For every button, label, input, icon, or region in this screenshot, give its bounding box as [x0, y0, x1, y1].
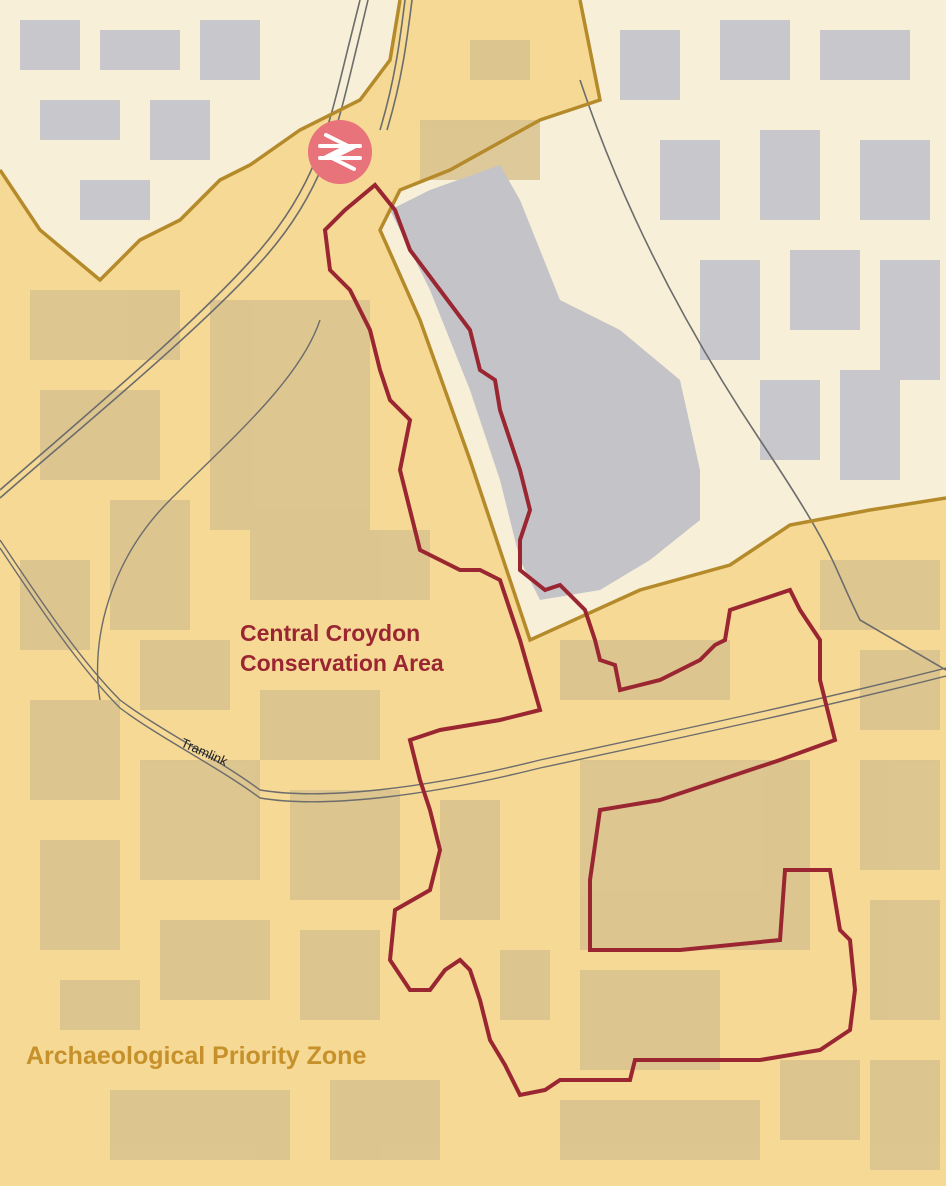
conservation-area-boundary	[322, 182, 858, 1098]
car-park-block	[390, 165, 700, 600]
zone-buildings	[20, 40, 940, 1170]
priority-zone-boundary	[0, 0, 946, 643]
conservation-area-label: Central Croydon Conservation Area	[240, 618, 444, 678]
national-rail-icon[interactable]	[308, 120, 372, 184]
conservation-area-label-line1: Central Croydon	[240, 620, 421, 646]
outside-buildings	[20, 20, 940, 480]
priority-zone-label: Archaeological Priority Zone	[26, 1042, 367, 1070]
conservation-area-label-line2: Conservation Area	[240, 650, 444, 676]
